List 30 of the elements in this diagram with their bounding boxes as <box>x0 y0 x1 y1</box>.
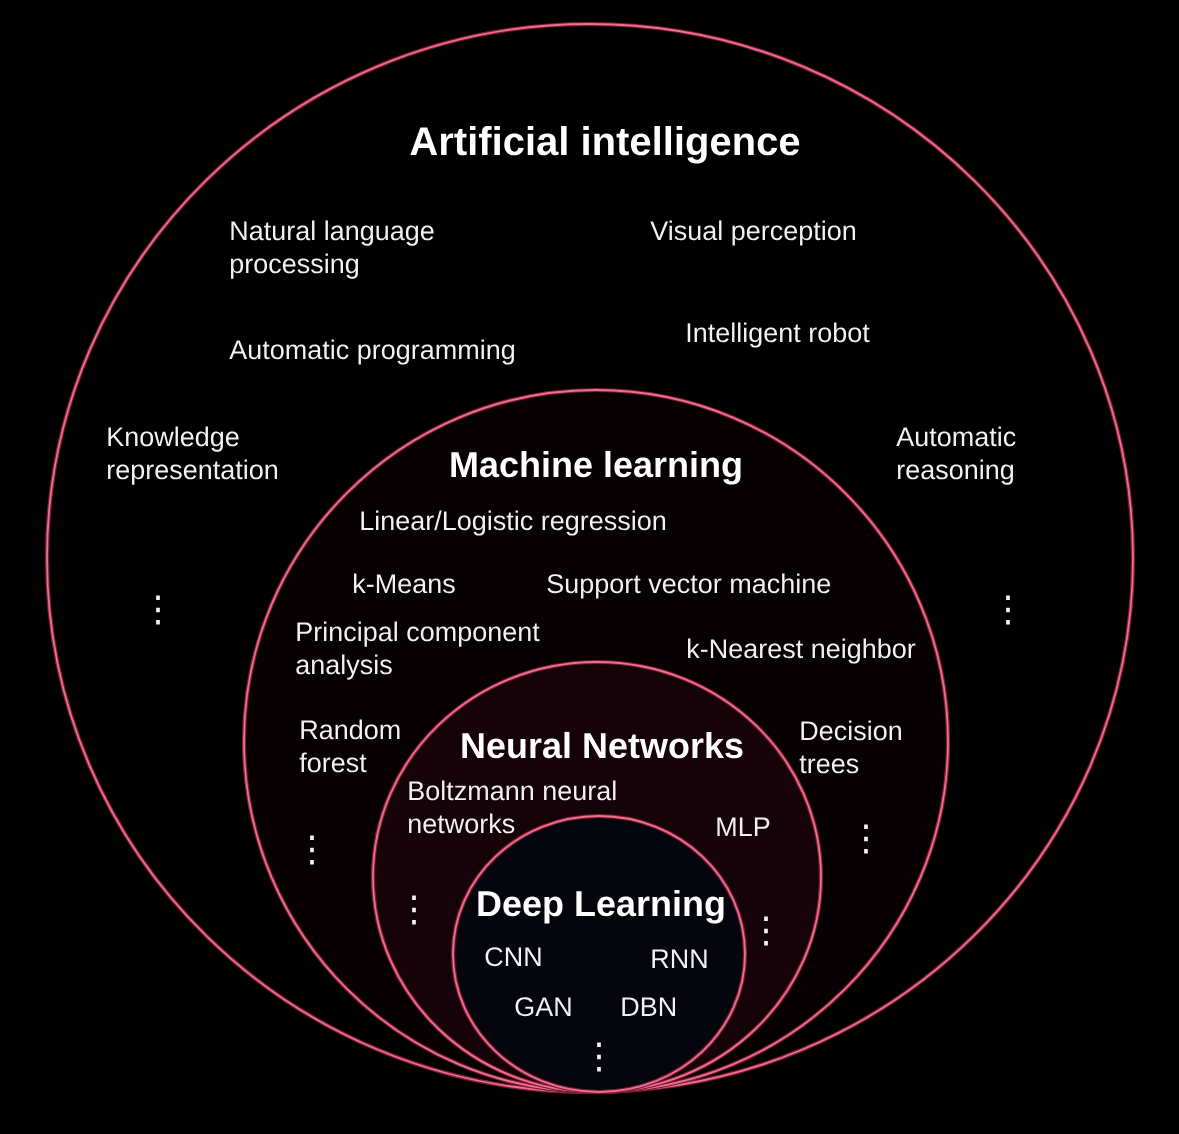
circle-title: Artificial intelligence <box>410 126 800 164</box>
topic-label: k-Means <box>354 573 455 594</box>
topic-label: CNN <box>485 947 541 967</box>
circle-title: Machine learning <box>451 450 741 485</box>
vertical-ellipsis: ⋮ <box>1006 595 1010 625</box>
circle-title: Neural Networks <box>462 731 743 759</box>
topic-label: k-Nearest neighbor <box>688 638 916 664</box>
vertical-ellipsis: ⋮ <box>597 1042 601 1072</box>
topic-label: MLP <box>717 817 770 836</box>
topic-label: GAN <box>515 997 571 1017</box>
vertical-ellipsis: ⋮ <box>864 824 868 854</box>
vertical-ellipsis: ⋮ <box>156 595 160 625</box>
topic-label: Random forest <box>299 719 400 773</box>
vertical-ellipsis: ⋮ <box>412 895 416 925</box>
vertical-ellipsis: ⋮ <box>764 916 768 946</box>
topic-label: Natural language processing <box>230 220 434 279</box>
topic-label: Visual perception <box>650 220 856 246</box>
topic-label: DBN <box>622 997 675 1016</box>
topic-label: Linear/Logistic regression <box>361 510 666 536</box>
vertical-ellipsis: ⋮ <box>310 835 314 865</box>
topic-label: Principal component analysis <box>296 621 540 680</box>
topic-label: Decision trees <box>799 720 901 774</box>
topic-label: Knowledge representation <box>108 426 278 485</box>
topic-label: Automatic reasoning <box>896 426 1016 485</box>
topic-label: Automatic programming <box>229 339 514 365</box>
circle-title: Deep Learning <box>478 889 724 924</box>
topic-label: Support vector machine <box>547 573 831 599</box>
topic-label: RNN <box>652 949 707 968</box>
topic-label: Intelligent robot <box>687 322 870 348</box>
topic-label: Boltzmann neural networks <box>409 780 616 834</box>
